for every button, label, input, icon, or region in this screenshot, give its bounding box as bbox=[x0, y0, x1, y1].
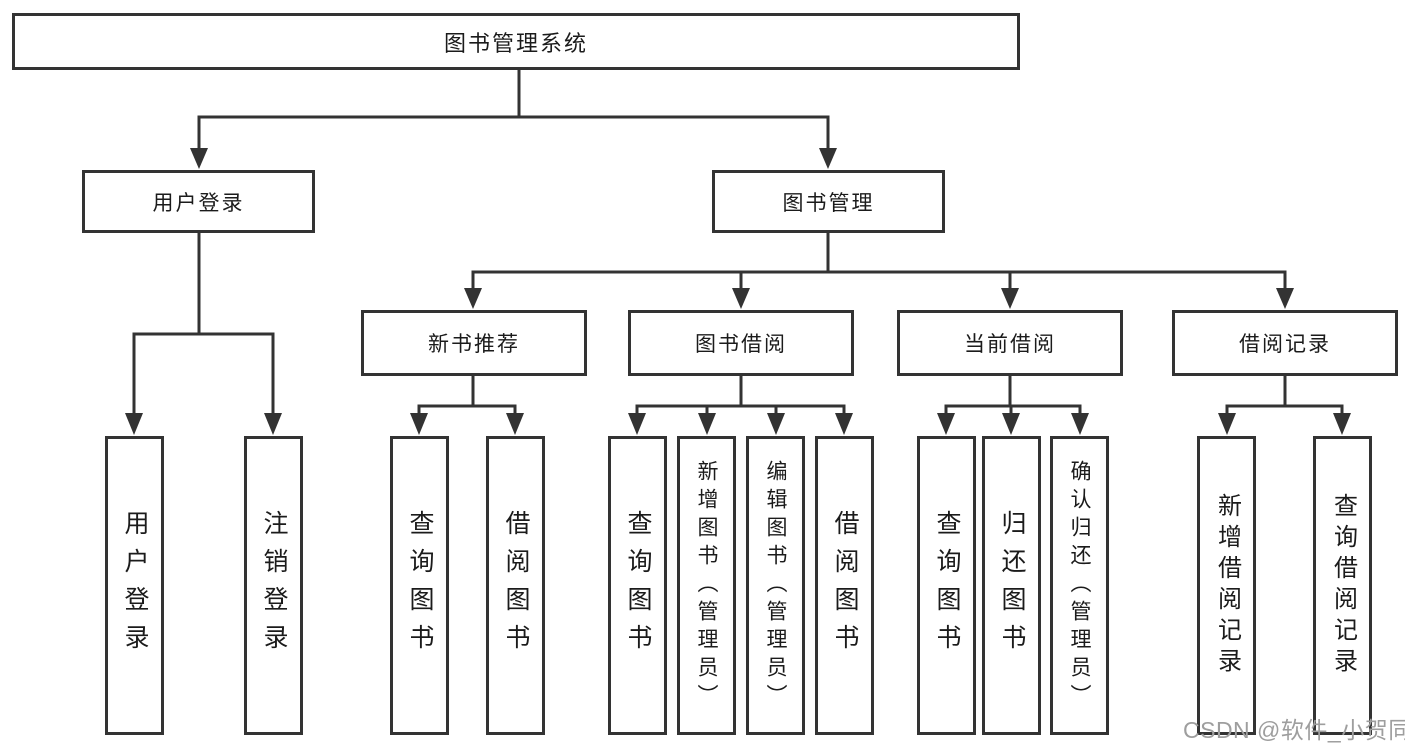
leaf-borrowing-add-books-admin-label: 新增图书（管理员） bbox=[695, 459, 718, 712]
leaf-records-query-record: 查询借阅记录 bbox=[1313, 436, 1372, 735]
current-borrowing-box: 当前借阅 bbox=[897, 310, 1123, 376]
book-management-label: 图书管理 bbox=[782, 191, 875, 215]
csdn-watermark: CSDN @软件_小贺同学 bbox=[1183, 717, 1405, 743]
leaf-newbooks-query-books-label: 查询图书 bbox=[406, 509, 434, 662]
leaf-current-query-books: 查询图书 bbox=[917, 436, 976, 735]
leaf-records-query-record-label: 查询借阅记录 bbox=[1329, 492, 1357, 679]
leaf-newbooks-borrow-books: 借阅图书 bbox=[486, 436, 545, 735]
leaf-records-add-record-label: 新增借阅记录 bbox=[1213, 492, 1241, 679]
leaf-current-return-books: 归还图书 bbox=[982, 436, 1041, 735]
user-login-box: 用户登录 bbox=[82, 170, 315, 233]
leaf-current-confirm-return-admin-label: 确认归还（管理员） bbox=[1068, 459, 1091, 712]
leaf-current-confirm-return-admin: 确认归还（管理员） bbox=[1050, 436, 1109, 735]
leaf-borrowing-borrow-books: 借阅图书 bbox=[815, 436, 874, 735]
leaf-borrowing-borrow-books-label: 借阅图书 bbox=[831, 509, 859, 662]
edge-current-to-leaves bbox=[944, 375, 1082, 416]
book-borrowing-box: 图书借阅 bbox=[628, 310, 854, 376]
user-login-label: 用户登录 bbox=[152, 191, 245, 215]
edge-records-to-leaves bbox=[1225, 375, 1344, 416]
leaf-logout-login: 注销登录 bbox=[244, 436, 303, 735]
root-box: 图书管理系统 bbox=[12, 13, 1020, 70]
borrowing-records-box: 借阅记录 bbox=[1172, 310, 1398, 376]
leaf-borrowing-edit-books-admin: 编辑图书（管理员） bbox=[746, 436, 805, 735]
edge-login-to-leaves bbox=[132, 232, 275, 416]
leaf-newbooks-borrow-books-label: 借阅图书 bbox=[502, 509, 530, 662]
edge-newbooks-to-leaves bbox=[417, 375, 517, 416]
edge-mgmt-to-level3 bbox=[471, 232, 1287, 291]
borrowing-records-label: 借阅记录 bbox=[1239, 333, 1331, 356]
current-borrowing-label: 当前借阅 bbox=[964, 333, 1056, 356]
book-management-box: 图书管理 bbox=[712, 170, 945, 233]
leaf-current-return-books-label: 归还图书 bbox=[998, 509, 1026, 662]
book-borrowing-label: 图书借阅 bbox=[695, 333, 787, 356]
leaf-user-login: 用户登录 bbox=[105, 436, 164, 735]
edge-borrowing-to-leaves bbox=[635, 375, 846, 416]
leaf-current-query-books-label: 查询图书 bbox=[933, 509, 961, 662]
root-label: 图书管理系统 bbox=[443, 30, 588, 56]
new-book-recommendation-box: 新书推荐 bbox=[361, 310, 587, 376]
leaf-borrowing-query-books: 查询图书 bbox=[608, 436, 667, 735]
leaf-records-add-record: 新增借阅记录 bbox=[1197, 436, 1256, 735]
edge-root-to-level2 bbox=[197, 69, 830, 150]
leaf-borrowing-add-books-admin: 新增图书（管理员） bbox=[677, 436, 736, 735]
leaf-newbooks-query-books: 查询图书 bbox=[390, 436, 449, 735]
leaf-borrowing-edit-books-admin-label: 编辑图书（管理员） bbox=[764, 459, 787, 712]
leaf-user-login-label: 用户登录 bbox=[121, 509, 149, 662]
leaf-logout-login-label: 注销登录 bbox=[260, 509, 288, 662]
new-book-recommendation-label: 新书推荐 bbox=[428, 333, 520, 356]
leaf-borrowing-query-books-label: 查询图书 bbox=[624, 509, 652, 662]
